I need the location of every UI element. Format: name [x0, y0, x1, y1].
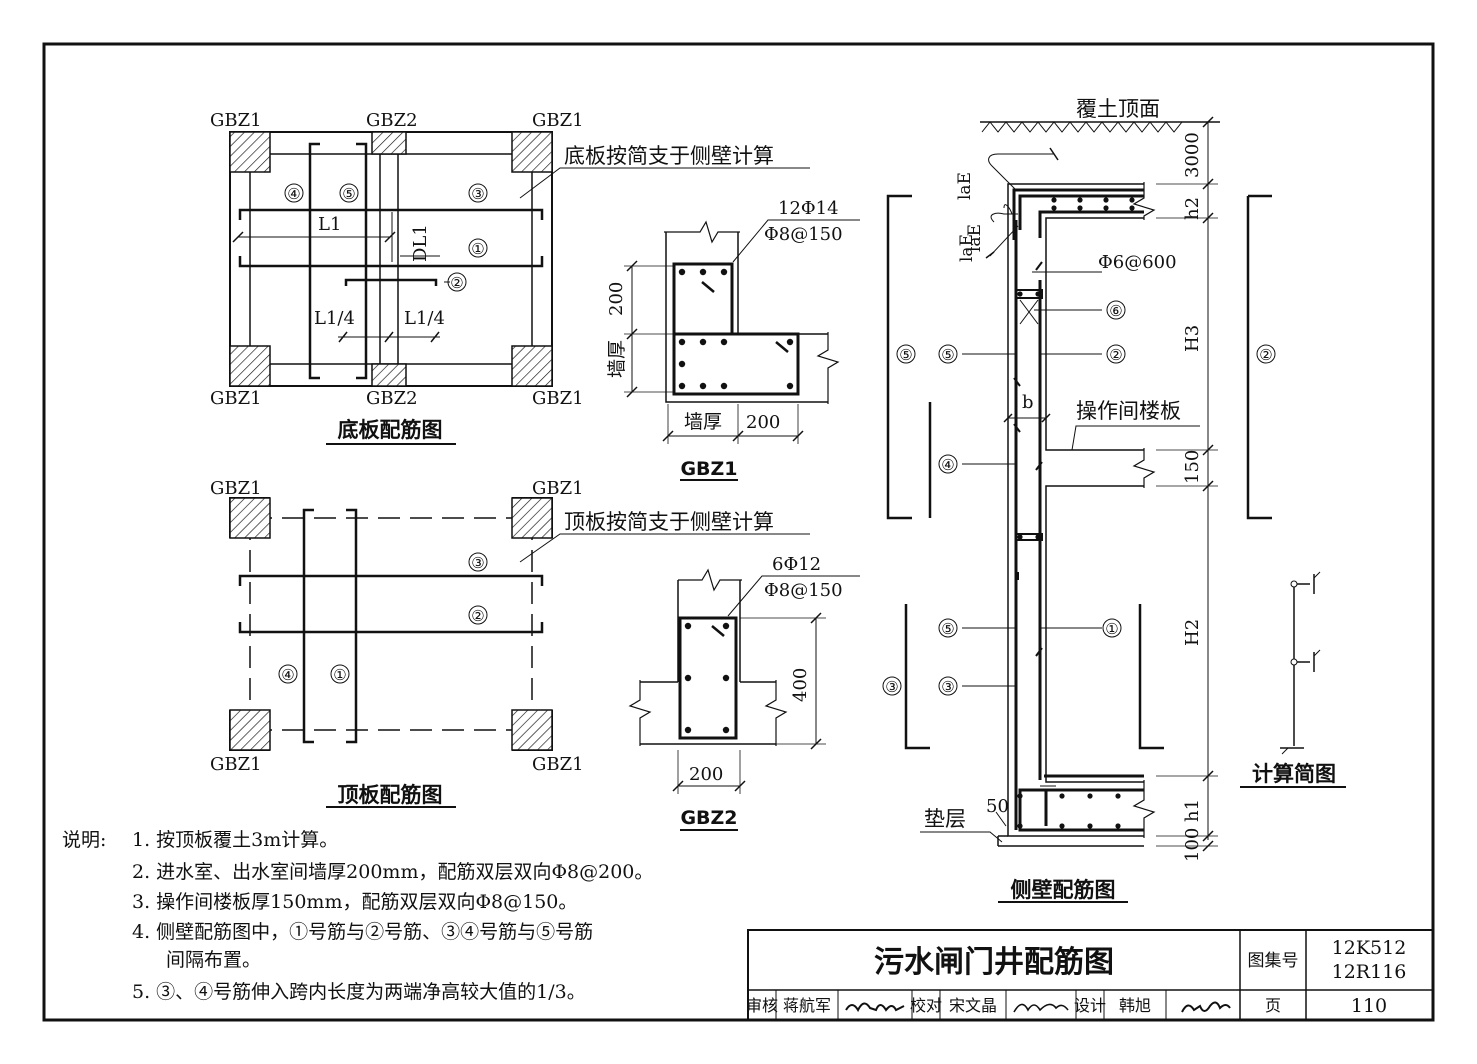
sec-mark-2-right: ② [1259, 346, 1272, 364]
sheet-border [42, 42, 1435, 1022]
designer-name: 韩旭 [1119, 996, 1151, 1015]
sec-mark-5-left: ⑤ [899, 346, 912, 364]
page-number: 110 [1351, 995, 1387, 1017]
review-label: 审核 [746, 996, 778, 1015]
gbz1-detail [624, 219, 860, 481]
atlas-number-1: 12K512 [1332, 937, 1407, 959]
label-gbz1-tr: GBZ1 [532, 110, 584, 131]
label-gbz1-tl: GBZ1 [210, 110, 262, 131]
gbz1-dim-200-v: 200 [606, 282, 627, 316]
calc-diagram [1240, 571, 1346, 788]
sec-mark-6: ⑥ [1109, 302, 1122, 320]
bottom-slab-title: 底板配筋图 [338, 418, 443, 442]
gbz1-stirrup: Φ8@150 [764, 224, 843, 245]
dim-H3: H3 [1182, 325, 1203, 352]
gbz2-bars: 6Φ12 [772, 554, 821, 575]
gbz1-dim-wall: 墙厚 [684, 411, 722, 433]
top-mark-3: ③ [471, 554, 484, 572]
cushion-label: 垫层 [924, 807, 966, 831]
sec-mark-2: ② [1109, 346, 1122, 364]
page-label: 页 [1265, 996, 1281, 1015]
soil-top-label: 覆土顶面 [1076, 97, 1160, 121]
dim-h1: h1 [1182, 799, 1203, 822]
gbz2-dim-200: 200 [689, 764, 723, 785]
top-mark-4: ④ [281, 666, 294, 684]
atlas-number-2: 12R116 [1332, 961, 1407, 983]
gbz2-detail [628, 568, 860, 831]
label-gbz2-bot: GBZ2 [366, 388, 418, 409]
checker-name: 宋文晶 [949, 996, 997, 1015]
note-4-cont: 间隔布置。 [166, 949, 261, 971]
dim-150: 150 [1182, 450, 1203, 484]
dim-l1: L1 [318, 214, 341, 235]
gbz1-title: GBZ1 [680, 458, 737, 480]
gbz1-wall-label: 墙厚 [606, 340, 628, 378]
sec-mark-3-left: ③ [885, 678, 898, 696]
bottom-mark-4: ④ [287, 185, 300, 203]
label-gbz1-bl: GBZ1 [210, 388, 262, 409]
atlas-label: 图集号 [1248, 951, 1299, 971]
gbz2-stirrup: Φ8@150 [764, 580, 843, 601]
sec-mark-5: ⑤ [941, 346, 954, 364]
dim-l1-quarter-left: L1/4 [314, 308, 355, 329]
reviewer-signature [845, 1002, 905, 1013]
gbz2-dim-400: 400 [790, 668, 811, 702]
top-mark-2: ② [471, 607, 484, 625]
note-4: 4. 侧壁配筋图中，①号筋与②号筋、③④号筋与⑤号筋 [132, 921, 593, 943]
lae-low: laE [957, 234, 977, 262]
gbz1-bars: 12Φ14 [778, 198, 839, 219]
design-label: 设计 [1074, 996, 1106, 1015]
lae-mid: laE [965, 224, 985, 252]
note-2: 2. 进水室、出水室间墙厚200mm，配筋双层双向Φ8@200。 [132, 861, 653, 883]
bottom-mark-3: ③ [471, 185, 484, 203]
label-dl1: DL1 [410, 224, 431, 262]
bottom-mark-1: ① [471, 240, 484, 258]
top-slab-plan [229, 497, 810, 808]
top-label-gbz1-tr: GBZ1 [532, 478, 584, 499]
operating-slab-label: 操作间楼板 [1076, 399, 1181, 423]
dim-b: b [1022, 392, 1034, 413]
side-wall-title: 侧壁配筋图 [1011, 878, 1116, 902]
sec-mark-4: ④ [941, 456, 954, 474]
side-wall-section [886, 116, 1272, 903]
drawing-title: 污水闸门井配筋图 [874, 945, 1114, 980]
bottom-mark-5: ⑤ [342, 185, 355, 203]
lae-top: laE [955, 172, 975, 200]
title-block [747, 929, 1434, 1021]
dim-3000: 3000 [1182, 132, 1203, 178]
check-label: 校对 [910, 996, 942, 1015]
dim-100: 100 [1182, 828, 1203, 862]
note-5: 5. ③、④号筋伸入跨内长度为两端净高较大值的1/3。 [132, 981, 586, 1003]
sec-mark-1: ① [1105, 620, 1118, 638]
note-1: 1. 按顶板覆土3m计算。 [132, 829, 338, 851]
notes-label: 说明: [62, 829, 106, 851]
gbz2-title: GBZ2 [680, 807, 737, 829]
calc-diagram-title: 计算简图 [1252, 762, 1336, 786]
gbz1-dim-200-h: 200 [746, 412, 780, 433]
sec-mark-5-low: ⑤ [941, 620, 954, 638]
top-label-gbz1-tl: GBZ1 [210, 478, 262, 499]
label-gbz1-br: GBZ1 [532, 388, 584, 409]
bottom-slab-note: 底板按简支于侧壁计算 [564, 144, 774, 168]
top-slab-title: 顶板配筋图 [338, 783, 443, 807]
top-label-gbz1-br: GBZ1 [532, 754, 584, 775]
bottom-slab-plan [229, 131, 810, 445]
label-gbz2-top: GBZ2 [366, 110, 418, 131]
note-3: 3. 操作间楼板厚150mm，配筋双层双向Φ8@150。 [132, 891, 577, 913]
checker-signature [1013, 1003, 1069, 1013]
reviewer-name: 蒋航军 [783, 996, 831, 1015]
phi6-label: Φ6@600 [1098, 252, 1177, 273]
sec-mark-3: ③ [941, 678, 954, 696]
top-slab-note: 顶板按简支于侧壁计算 [564, 510, 774, 534]
designer-signature [1181, 1001, 1231, 1013]
dim-H2: H2 [1182, 619, 1203, 646]
dim-h2-small: h2 [1182, 197, 1203, 220]
dim-l1-quarter-right: L1/4 [404, 308, 445, 329]
dim-50: 50 [986, 796, 1009, 817]
top-label-gbz1-bl: GBZ1 [210, 754, 262, 775]
top-mark-1: ① [333, 666, 346, 684]
bottom-mark-2: ② [450, 274, 463, 292]
